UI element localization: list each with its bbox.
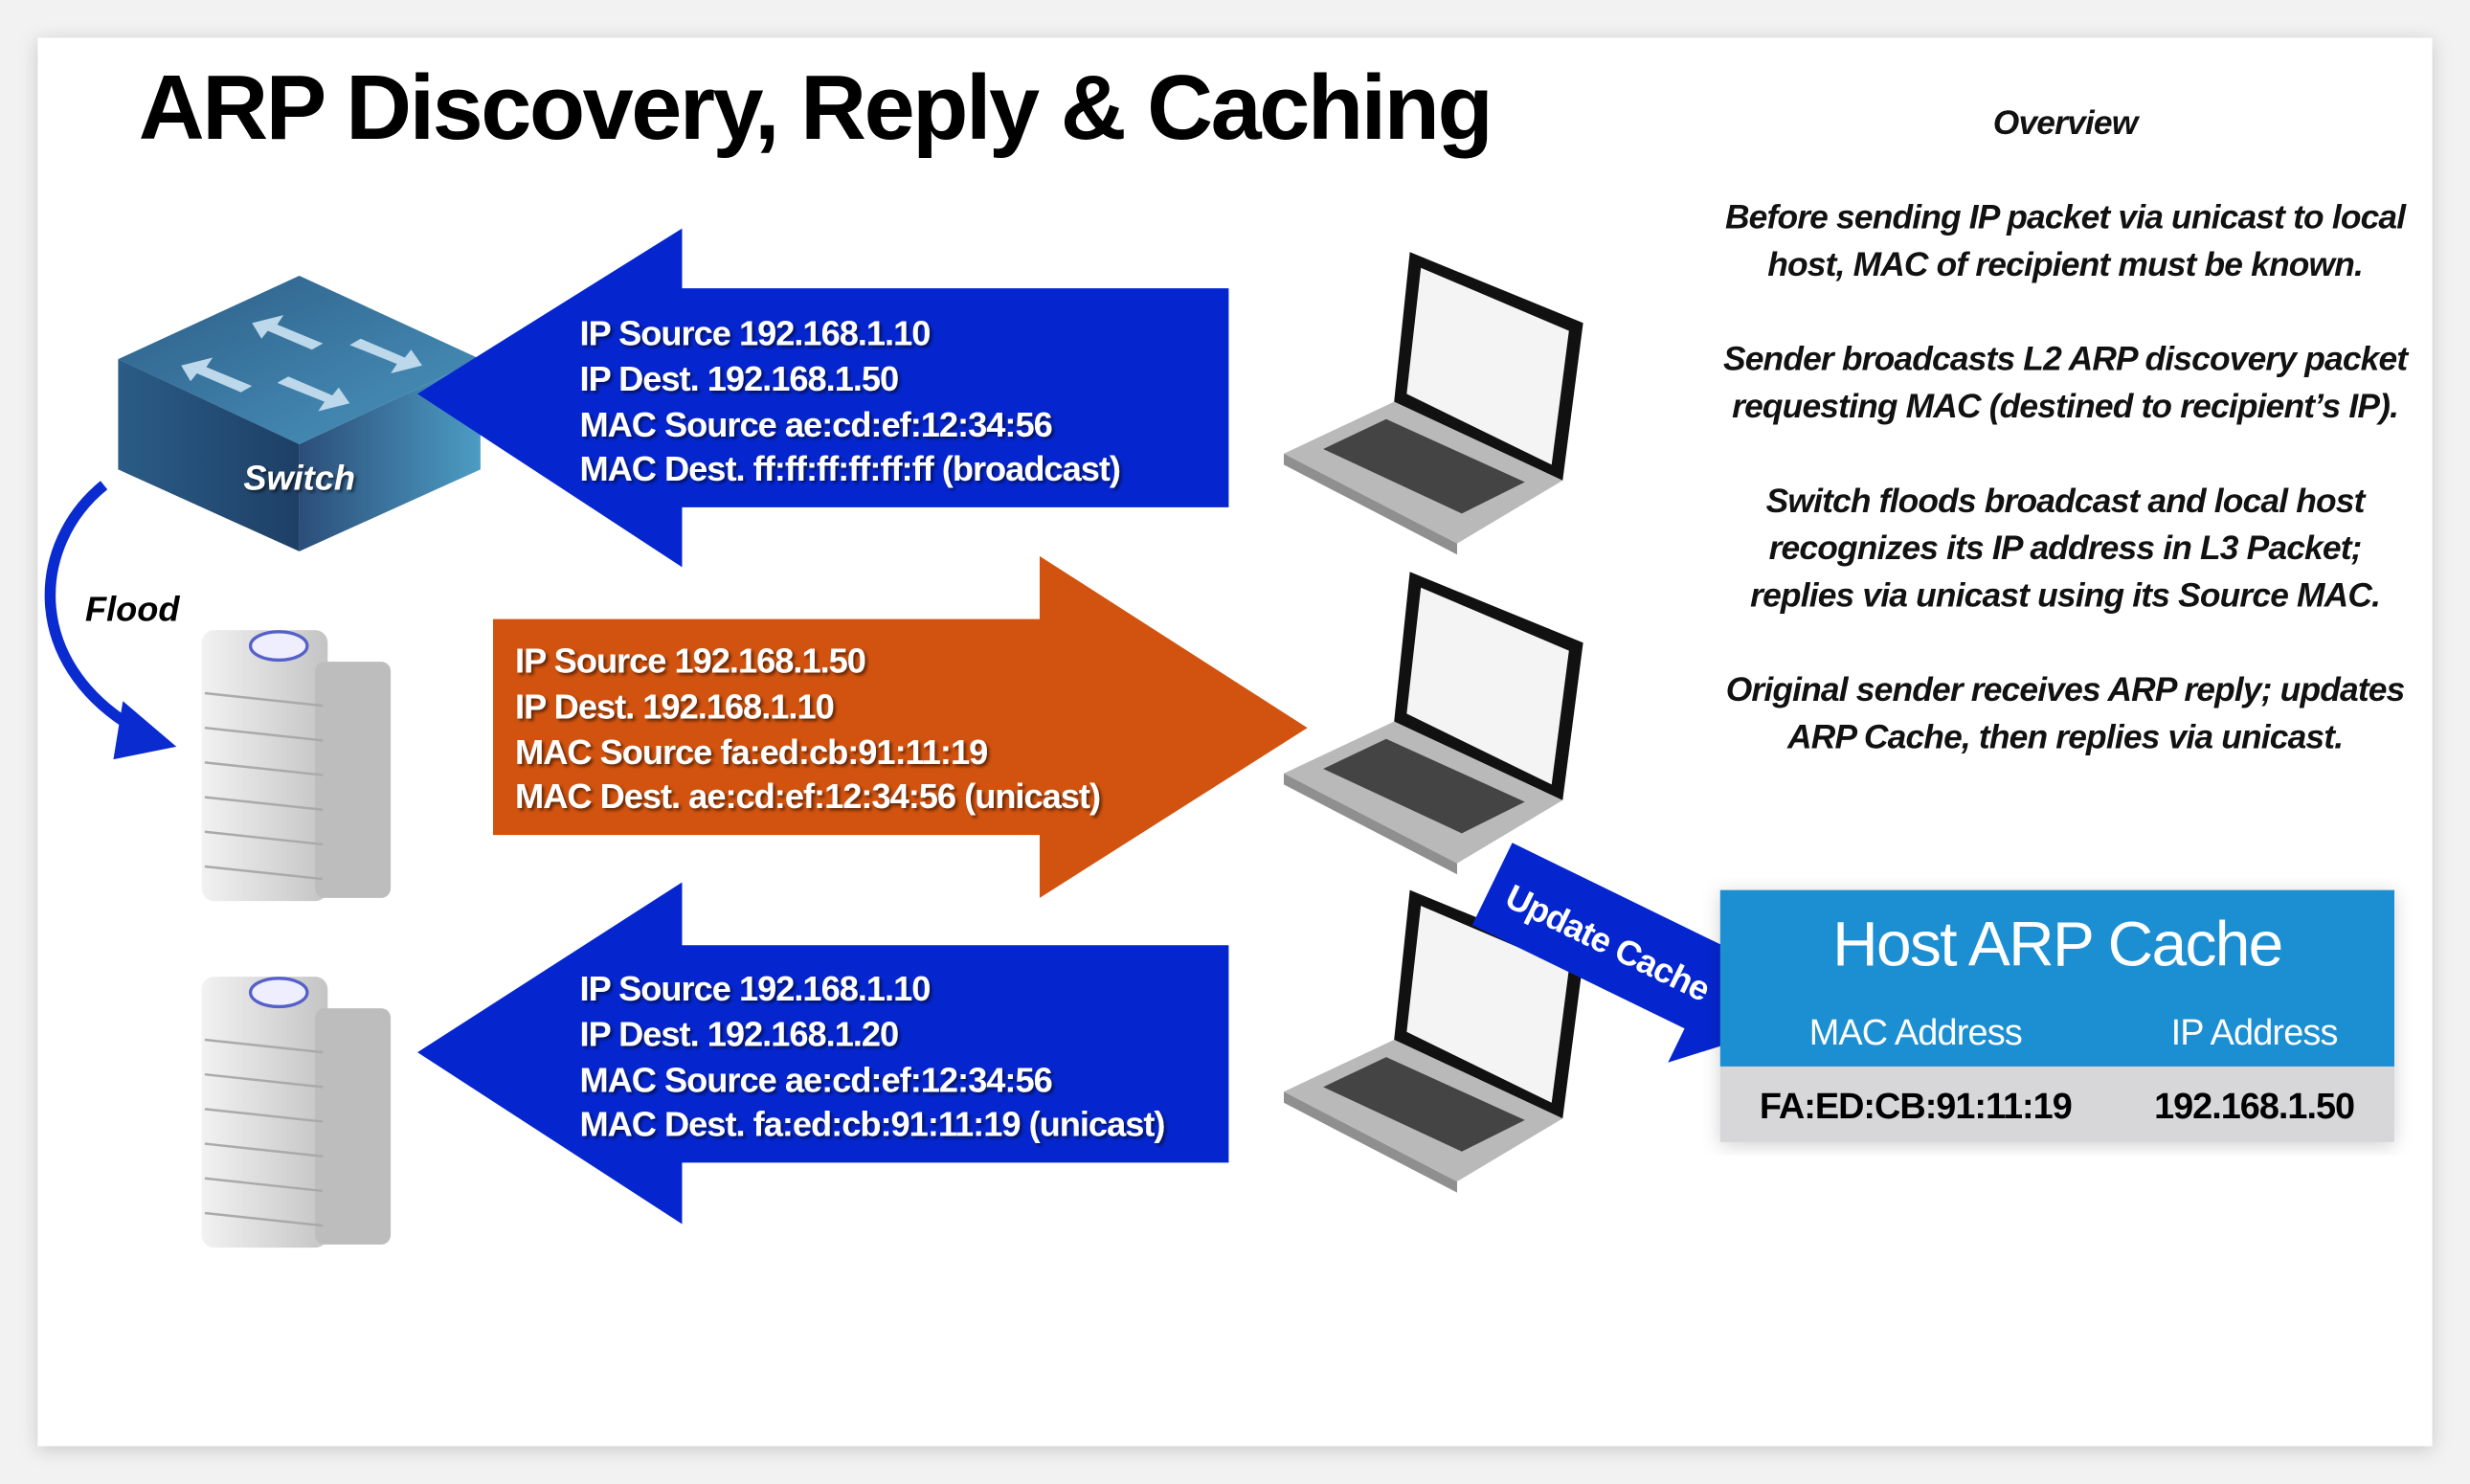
switch-label: Switch — [243, 459, 355, 498]
overview-panel: Overview Before sending IP packet via un… — [1723, 104, 2410, 756]
packet-line: IP Dest. 192.168.1.10 — [515, 686, 834, 726]
packet-line: MAC Dest. ff:ff:ff:ff:ff:ff (broadcast) — [580, 449, 1120, 488]
packet-line: MAC Dest. fa:ed:cb:91:11:19 (unicast) — [580, 1104, 1165, 1143]
cache-ip-cell: 192.168.1.50 — [2154, 1087, 2354, 1127]
packet-line: IP Source 192.168.1.10 — [580, 313, 931, 352]
arp-reply-arrow: IP Source 192.168.1.50 IP Dest. 192.168.… — [493, 555, 1308, 898]
overview-line: host, MAC of recipient must be known. — [1767, 246, 2363, 283]
unicast-reply-arrow: IP Source 192.168.1.10 IP Dest. 192.168.… — [417, 882, 1229, 1225]
packet-line: MAC Dest. ae:cd:ef:12:34:56 (unicast) — [515, 776, 1100, 816]
cache-mac-cell: FA:ED:CB:91:11:19 — [1760, 1087, 2072, 1127]
packet-line: IP Dest. 192.168.1.50 — [580, 359, 899, 398]
packet-line: IP Dest. 192.168.1.20 — [580, 1015, 899, 1054]
column-header-mac: MAC Address — [1809, 1013, 2022, 1053]
server-icon — [201, 630, 392, 902]
overview-line: recognizes its IP address in L3 Packet; — [1769, 529, 2362, 567]
flood-label: Flood — [85, 589, 180, 628]
overview-line: ARP Cache, then replies via unicast. — [1786, 719, 2343, 756]
packet-line: MAC Source ae:cd:ef:12:34:56 — [580, 1060, 1052, 1099]
column-header-ip: IP Address — [2171, 1013, 2338, 1053]
packet-line: IP Source 192.168.1.10 — [580, 969, 931, 1008]
overview-line: Original sender receives ARP reply; upda… — [1726, 671, 2405, 708]
flood-arrow: Flood — [44, 481, 180, 760]
overview-line: Before sending IP packet via unicast to … — [1725, 199, 2407, 236]
server-icon — [201, 977, 392, 1248]
arp-discovery-arrow: IP Source 192.168.1.10 IP Dest. 192.168.… — [417, 228, 1229, 568]
table-row: FA:ED:CB:91:11:19 192.168.1.50 — [1760, 1087, 2355, 1127]
overview-line: requesting MAC (destined to recipient’s … — [1732, 388, 2398, 425]
overview-line: Switch floods broadcast and local host — [1766, 483, 2367, 520]
overview-heading: Overview — [1993, 104, 2141, 142]
cache-title: Host ARP Cache — [1832, 909, 2281, 979]
laptop-icon — [1284, 252, 1583, 555]
overview-line: replies via unicast using its Source MAC… — [1750, 576, 2380, 614]
network-switch-icon: Switch — [118, 275, 481, 551]
host-arp-cache-table — [1719, 889, 2395, 1142]
packet-line: MAC Source ae:cd:ef:12:34:56 — [580, 405, 1052, 444]
packet-line: IP Source 192.168.1.50 — [515, 641, 865, 681]
overview-line: Sender broadcasts L2 ARP discovery packe… — [1723, 341, 2409, 378]
slide-title: ARP Discovery, Reply & Caching — [139, 57, 1492, 159]
packet-line: MAC Source fa:ed:cb:91:11:19 — [515, 732, 987, 772]
